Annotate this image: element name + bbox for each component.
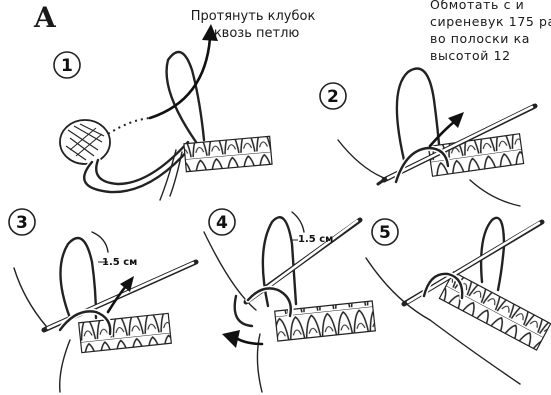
step-number-4: 4: [209, 209, 235, 235]
measure-label-step4: 1.5 см: [298, 234, 333, 245]
step-number-5: 5: [372, 219, 398, 245]
step4-drawing: [204, 212, 375, 392]
step1-drawing: [60, 24, 272, 200]
yarn-ball-icon: [60, 120, 110, 164]
arrow-icon: [222, 330, 262, 348]
arrow-icon: [150, 24, 218, 118]
step-number-1: 1: [54, 52, 80, 78]
step3-drawing: [14, 232, 196, 392]
step-label-2: 2: [327, 87, 339, 107]
step-label-5: 5: [379, 223, 391, 243]
measure-label-step3: 1.5 см: [102, 257, 137, 268]
step5-drawing: [366, 218, 551, 384]
step-label-3: 3: [16, 213, 28, 233]
step-number-3: 3: [9, 209, 35, 235]
step-label-1: 1: [61, 56, 73, 76]
step-label-4: 4: [216, 213, 228, 233]
step2-drawing: [338, 69, 535, 207]
step-number-2: 2: [320, 83, 346, 109]
